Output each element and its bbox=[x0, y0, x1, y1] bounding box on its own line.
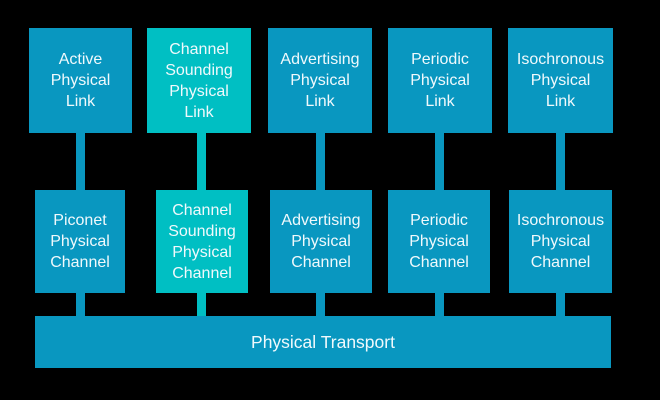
box-label: Active Physical Link bbox=[50, 51, 111, 110]
connector-link-to-channel-col1 bbox=[76, 133, 85, 190]
box-label: Channel Sounding Physical Link bbox=[165, 40, 233, 121]
box-label: Isochronous Physical Channel bbox=[516, 212, 605, 271]
box-label: Periodic Physical Channel bbox=[409, 212, 469, 271]
box-label: Advertising Physical Link bbox=[280, 51, 360, 110]
box-channel-sounding-physical-link: Channel Sounding Physical Link bbox=[147, 28, 251, 133]
box-label: Piconet Physical Channel bbox=[50, 212, 110, 271]
box-label: Periodic Physical Link bbox=[410, 51, 470, 110]
box-active-physical-link: Active Physical Link bbox=[29, 28, 132, 133]
box-channel-sounding-physical-channel: Channel Sounding Physical Channel bbox=[156, 190, 248, 293]
connector-channel-to-transport-col5 bbox=[556, 293, 565, 316]
connector-link-to-channel-col5 bbox=[556, 133, 565, 190]
connector-channel-to-transport-col2 bbox=[197, 293, 206, 316]
box-label: Channel Sounding Physical Channel bbox=[168, 201, 236, 282]
connector-link-to-channel-col3 bbox=[316, 133, 325, 190]
connector-link-to-channel-col4 bbox=[435, 133, 444, 190]
box-advertising-physical-link: Advertising Physical Link bbox=[268, 28, 372, 133]
box-periodic-physical-channel: Periodic Physical Channel bbox=[388, 190, 490, 293]
connector-link-to-channel-col2 bbox=[197, 133, 206, 190]
box-label: Advertising Physical Channel bbox=[281, 212, 361, 271]
box-physical-transport: Physical Transport bbox=[35, 316, 611, 368]
box-advertising-physical-channel: Advertising Physical Channel bbox=[270, 190, 372, 293]
box-piconet-physical-channel: Piconet Physical Channel bbox=[35, 190, 125, 293]
box-label: Physical Transport bbox=[251, 331, 395, 352]
box-periodic-physical-link: Periodic Physical Link bbox=[388, 28, 492, 133]
connector-channel-to-transport-col1 bbox=[76, 293, 85, 316]
box-isochronous-physical-link: Isochronous Physical Link bbox=[508, 28, 613, 133]
connector-channel-to-transport-col4 bbox=[435, 293, 444, 316]
box-isochronous-physical-channel: Isochronous Physical Channel bbox=[509, 190, 612, 293]
box-label: Isochronous Physical Link bbox=[516, 51, 605, 110]
connector-channel-to-transport-col3 bbox=[316, 293, 325, 316]
